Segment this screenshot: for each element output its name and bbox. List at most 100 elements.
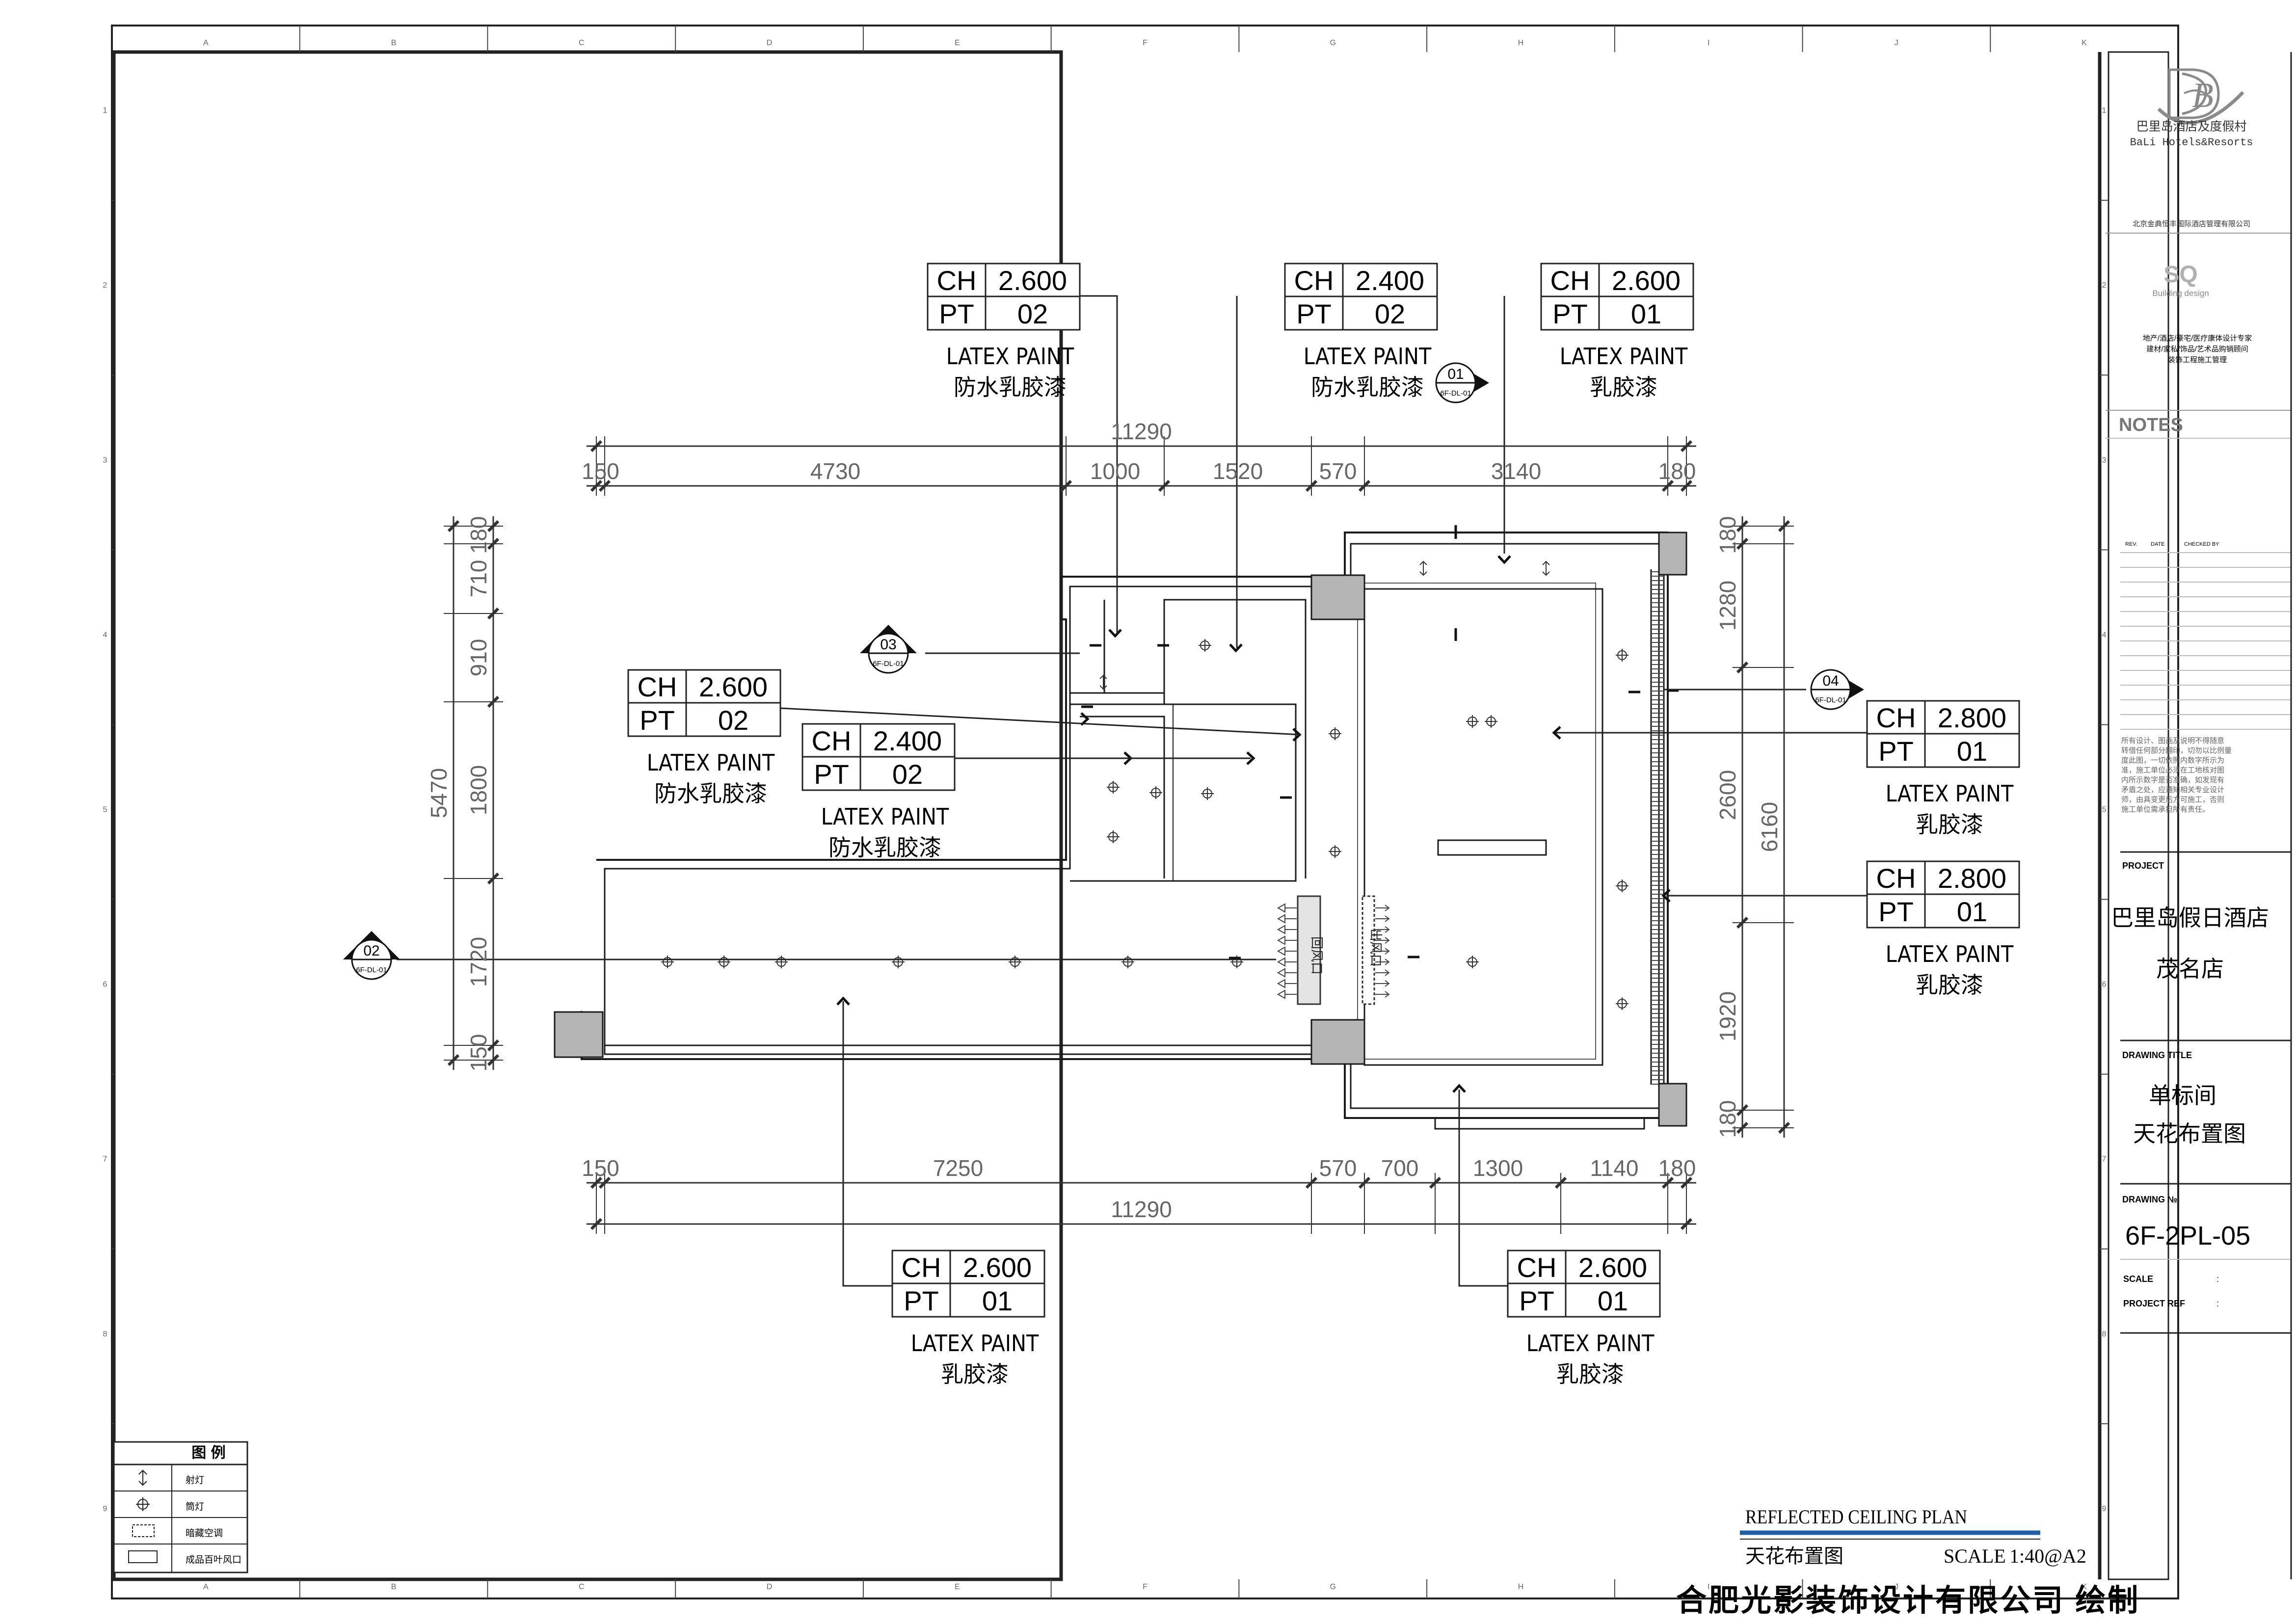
grid-column-label: K xyxy=(2082,1583,2087,1591)
grid-column-label: H xyxy=(1518,1583,1524,1591)
downlight-icon xyxy=(1201,787,1214,800)
finish-name-english: LATEX PAINT xyxy=(1304,343,1432,370)
downlight-icon xyxy=(1199,639,1211,652)
grid-row-label: 6 xyxy=(2102,981,2107,989)
dim-value: 180 xyxy=(1658,1155,1696,1181)
ceiling-height-label: CH xyxy=(812,725,852,756)
grid-column-label: A xyxy=(203,39,209,47)
disclaimer-line: 师，由具变更后方可施工，否则 xyxy=(2121,796,2224,804)
grid-column-label: J xyxy=(1895,39,1898,47)
plan-scale-value: 1:40@A2 xyxy=(2009,1545,2086,1567)
paint-code-value: 02 xyxy=(718,705,748,736)
supply-grille-label: 出风口 xyxy=(1368,929,1383,967)
grid-column-label: B xyxy=(391,39,397,47)
title-block: B 巴里岛酒店及度假村 BaLi Hotels&Resorts 北京金典恒丰国际… xyxy=(2106,52,2292,1579)
grid-row-label: 8 xyxy=(2102,1330,2107,1338)
disclaimer-line: 施工单位需承担所有责任。 xyxy=(2121,805,2210,814)
downlight-icon xyxy=(136,1497,150,1511)
rev-header: CHECKED BY xyxy=(2184,541,2219,547)
concealed-ac-icon xyxy=(132,1524,155,1537)
return-grille-icon xyxy=(128,1550,158,1563)
plan-scale-label: SCALE xyxy=(1944,1545,2006,1567)
grid-column-label: H xyxy=(1518,39,1524,47)
grid-row-label: 6 xyxy=(103,981,107,989)
ac-grilles: 回风口 出风口 xyxy=(1297,895,1383,1005)
downlight-icon xyxy=(1466,715,1479,728)
airflow-arrow xyxy=(1277,989,1297,999)
legend-item-label: 暗藏空调 xyxy=(186,1528,223,1539)
downlight-icon xyxy=(1466,956,1479,968)
scale-colon: : xyxy=(2216,1274,2219,1284)
airflow-arrow xyxy=(1277,979,1297,988)
dim-value: 1280 xyxy=(1715,581,1740,631)
section-number: 04 xyxy=(1822,673,1839,689)
ceiling-height-label: CH xyxy=(902,1252,941,1283)
downlight-icon xyxy=(661,956,674,968)
dim-value: 700 xyxy=(1381,1155,1419,1181)
dim-total: 5470 xyxy=(426,768,452,818)
notes-heading: NOTES xyxy=(2119,415,2183,435)
finish-name-chinese: 乳胶漆 xyxy=(1556,1361,1624,1387)
paint-code-label: PT xyxy=(939,298,974,329)
ceiling-height-value: 2.600 xyxy=(998,265,1067,296)
spotlight-icon xyxy=(1419,560,1427,576)
section-number: 03 xyxy=(880,637,896,653)
service-line: 装饰工程施工管理 xyxy=(2168,356,2227,364)
airflow-arrow xyxy=(1277,935,1297,945)
dim-value: 1920 xyxy=(1715,991,1740,1041)
disclaimer-line: 度此图，一切依照内数字所示为 xyxy=(2121,756,2224,765)
grid-column-label: I xyxy=(1708,1583,1709,1591)
downlight-icon xyxy=(1616,997,1629,1010)
grid-row-label: 1 xyxy=(103,106,107,115)
downlight-icon xyxy=(1329,845,1341,858)
paint-code-label: PT xyxy=(1519,1285,1554,1316)
downlight-icon xyxy=(1329,727,1341,740)
project-ref-colon: : xyxy=(2216,1299,2219,1308)
ceiling-height-label: CH xyxy=(1876,702,1916,733)
paint-code-label: PT xyxy=(1878,896,1914,927)
downlight-icon xyxy=(1107,830,1120,843)
section-reference: 6F-DL-01 xyxy=(356,966,387,974)
spotlight-icon xyxy=(138,1469,147,1486)
downlight-icon xyxy=(892,956,905,968)
downlight-icon xyxy=(718,956,730,968)
plan-title-chinese: 天花布置图 xyxy=(1745,1545,1843,1567)
grid-row-label: 8 xyxy=(103,1330,107,1338)
downlight-icon xyxy=(1616,879,1629,892)
dim-total: 11290 xyxy=(1111,1197,1172,1222)
dim-value: 180 xyxy=(1715,516,1740,554)
airflow-arrow xyxy=(1375,948,1390,955)
grid-row-label: 2 xyxy=(103,281,107,290)
curtain-track xyxy=(1652,571,1663,1085)
airflow-arrow xyxy=(1375,915,1390,922)
finish-name-chinese: 乳胶漆 xyxy=(941,1361,1009,1387)
dim-value: 570 xyxy=(1319,458,1357,484)
grid-row-label: 9 xyxy=(2102,1505,2107,1513)
grid-row-label: 5 xyxy=(103,806,107,814)
grid-row-label: 7 xyxy=(103,1155,107,1164)
leader-line xyxy=(842,1001,892,1287)
grid-row-label: 3 xyxy=(103,456,107,464)
scale-label: SCALE xyxy=(2123,1274,2153,1284)
grid-row-label: 2 xyxy=(2102,281,2107,290)
dim-value: 3140 xyxy=(1491,458,1541,484)
paint-code-label: PT xyxy=(904,1285,939,1316)
drawing-title-2: 天花布置图 xyxy=(2133,1121,2246,1146)
leader-line xyxy=(1458,1090,1508,1287)
grid-column-label: C xyxy=(579,1583,585,1591)
downlight-icon xyxy=(1616,649,1629,662)
dim-value: 2600 xyxy=(1715,770,1740,820)
disclaimer-line: 转借任何部分翻印，切勿以比例量 xyxy=(2121,746,2232,755)
airflow-arrow xyxy=(1375,980,1390,987)
grid-row-label: 7 xyxy=(2102,1155,2107,1164)
ceiling-height-label: CH xyxy=(937,265,977,296)
dim-value: 1000 xyxy=(1090,458,1140,484)
